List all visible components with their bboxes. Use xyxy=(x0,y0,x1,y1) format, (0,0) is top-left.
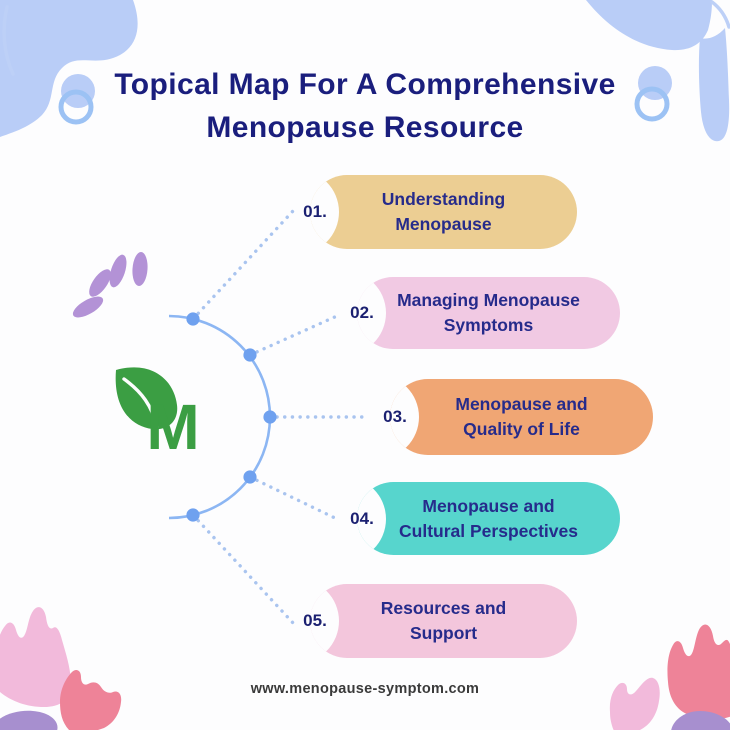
logo: M xyxy=(115,367,200,463)
dotted-connector-2 xyxy=(248,314,339,357)
title-ornament-ring-right-icon xyxy=(634,86,670,122)
corner-tongue-top-right xyxy=(698,28,730,142)
topic-pill-1: 01. Understanding Menopause xyxy=(303,175,577,249)
dotted-connector-4 xyxy=(248,475,339,521)
topic-pill-4: 04. Menopause and Cultural Perspectives xyxy=(350,482,620,555)
topic-label-5-line-1: Resources and xyxy=(380,598,507,618)
arc-node-dot-5 xyxy=(186,508,200,522)
topic-label-3: Menopause and Quality of Life xyxy=(390,379,653,455)
footer-url: www.menopause-symptom.com xyxy=(250,681,480,697)
topic-label-5: Resources and Support xyxy=(310,584,577,658)
arc-node-dot-4 xyxy=(243,470,257,484)
topic-label-5-line-2: Support xyxy=(409,623,478,643)
flower-pink-bottom-right-icon xyxy=(609,677,660,730)
topic-label-4-line-1: Menopause and xyxy=(422,495,555,516)
title-ornament-ring-left-icon xyxy=(58,89,94,125)
corner-blob-top-right xyxy=(586,0,712,51)
flower-coral-bottom-left-icon xyxy=(60,669,122,730)
topic-number-4: 04. xyxy=(350,508,374,528)
page-title-line-2: Menopause Resource xyxy=(206,111,524,144)
logo-letter: M xyxy=(146,391,199,463)
flower-pink-bottom-left-icon xyxy=(0,607,72,707)
corner-stroke-top-right xyxy=(710,0,730,29)
dotted-connectors xyxy=(191,209,370,626)
topic-pill-1-background xyxy=(310,175,577,249)
arc-node-dot-2 xyxy=(243,348,257,362)
arc-node-dot-3 xyxy=(263,410,277,424)
topic-label-3-line-2: Quality of Life xyxy=(463,419,580,439)
topic-number-1: 01. xyxy=(303,202,327,221)
topic-label-2-line-1: Managing Menopause xyxy=(397,290,580,310)
blob-purple-bottom-right-icon xyxy=(671,711,730,730)
topic-label-2: Managing Menopause Symptoms xyxy=(357,277,620,349)
topic-pill-5: 05. Resources and Support xyxy=(303,584,577,658)
topic-number-5: 05. xyxy=(303,611,327,630)
dotted-connector-1 xyxy=(191,209,295,321)
corner-blob-top-left xyxy=(0,0,138,137)
corner-stroke-top-left xyxy=(2,5,15,76)
topic-label-1-line-2: Menopause xyxy=(395,214,492,234)
topic-label-1: Understanding Menopause xyxy=(310,175,577,249)
topic-pill-3: 03. Menopause and Quality of Life xyxy=(383,379,653,455)
topic-label-2-line-2: Symptoms xyxy=(443,315,534,335)
blob-purple-bottom-left-icon xyxy=(0,710,58,730)
topic-pill-3-background xyxy=(390,379,653,455)
dotted-connector-5 xyxy=(191,513,296,626)
topic-number-3: 03. xyxy=(383,407,407,426)
page-title: Topical Map For A Comprehensive Menopaus… xyxy=(45,63,685,149)
topic-pill-2: 02. Managing Menopause Symptoms xyxy=(350,277,620,349)
topic-label-4-line-2: Cultural Perspectives xyxy=(399,520,578,541)
flower-coral-bottom-right-icon xyxy=(667,624,730,720)
topic-label-3-line-1: Menopause and xyxy=(455,394,588,414)
topic-label-1-line-1: Understanding xyxy=(381,189,506,209)
topic-number-2: 02. xyxy=(350,303,374,322)
topic-pill-5-background xyxy=(310,584,577,658)
topic-pill-4-background xyxy=(357,482,620,555)
arc-node-dots xyxy=(186,312,277,522)
petal-burst-icon xyxy=(72,252,148,318)
topic-label-4: Menopause and Cultural Perspectives xyxy=(357,482,620,555)
arc-node-dot-1 xyxy=(186,312,200,326)
leaf-vein xyxy=(122,377,159,429)
page-title-line-1: Topical Map For A Comprehensive xyxy=(114,68,616,101)
topic-pill-2-background xyxy=(357,277,620,349)
